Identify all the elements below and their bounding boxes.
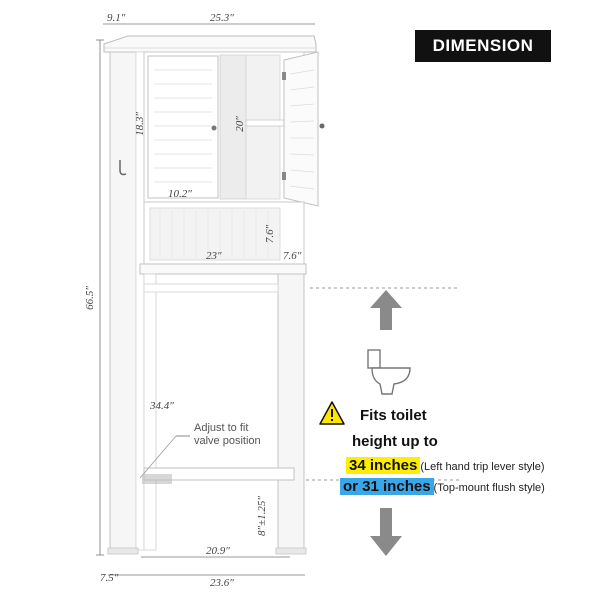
dim-total-height: 66.5″ [83,286,96,310]
dim-open-shelf-width: 23″ [206,250,222,262]
dim-cabinet-height: 18.3″ [133,112,146,136]
fits-line2: height up to [352,433,438,450]
height-option-1: 34 inches(Left hand trip lever style) [346,457,545,475]
adjust-note: Adjust to fit valve position [194,422,261,448]
dimension-badge: DIMENSION [415,30,551,62]
height-31-inches: or 31 inches [340,478,434,495]
dim-open-shelf-depth: 7.6″ [283,250,302,262]
dim-clearance-height: 34.4″ [150,400,174,412]
height-34-note: (Left hand trip lever style) [420,461,545,473]
dim-width-top: 25.3″ [210,12,234,24]
dim-depth-top: 9.1″ [107,12,126,24]
fits-line1: Fits toilet [360,407,427,424]
dim-bar-height: 8″±1.25″ [255,496,268,536]
height-31-note: (Top-mount flush style) [433,482,545,494]
height-option-2: or 31 inches(Top-mount flush style) [340,478,545,496]
dim-width-bottom: 23.6″ [210,577,234,589]
height-34-inches: 34 inches [346,457,421,474]
dim-open-shelf-height: 7.6″ [264,224,277,244]
dim-depth-bottom: 7.5″ [100,572,119,584]
dim-shelf-height: 20″ [233,116,246,132]
adjust-note-line1: Adjust to fit [194,422,249,434]
adjust-note-line2: valve position [194,435,261,447]
dim-door-width: 10.2″ [168,188,192,200]
dim-inner-width: 20.9″ [206,545,230,557]
